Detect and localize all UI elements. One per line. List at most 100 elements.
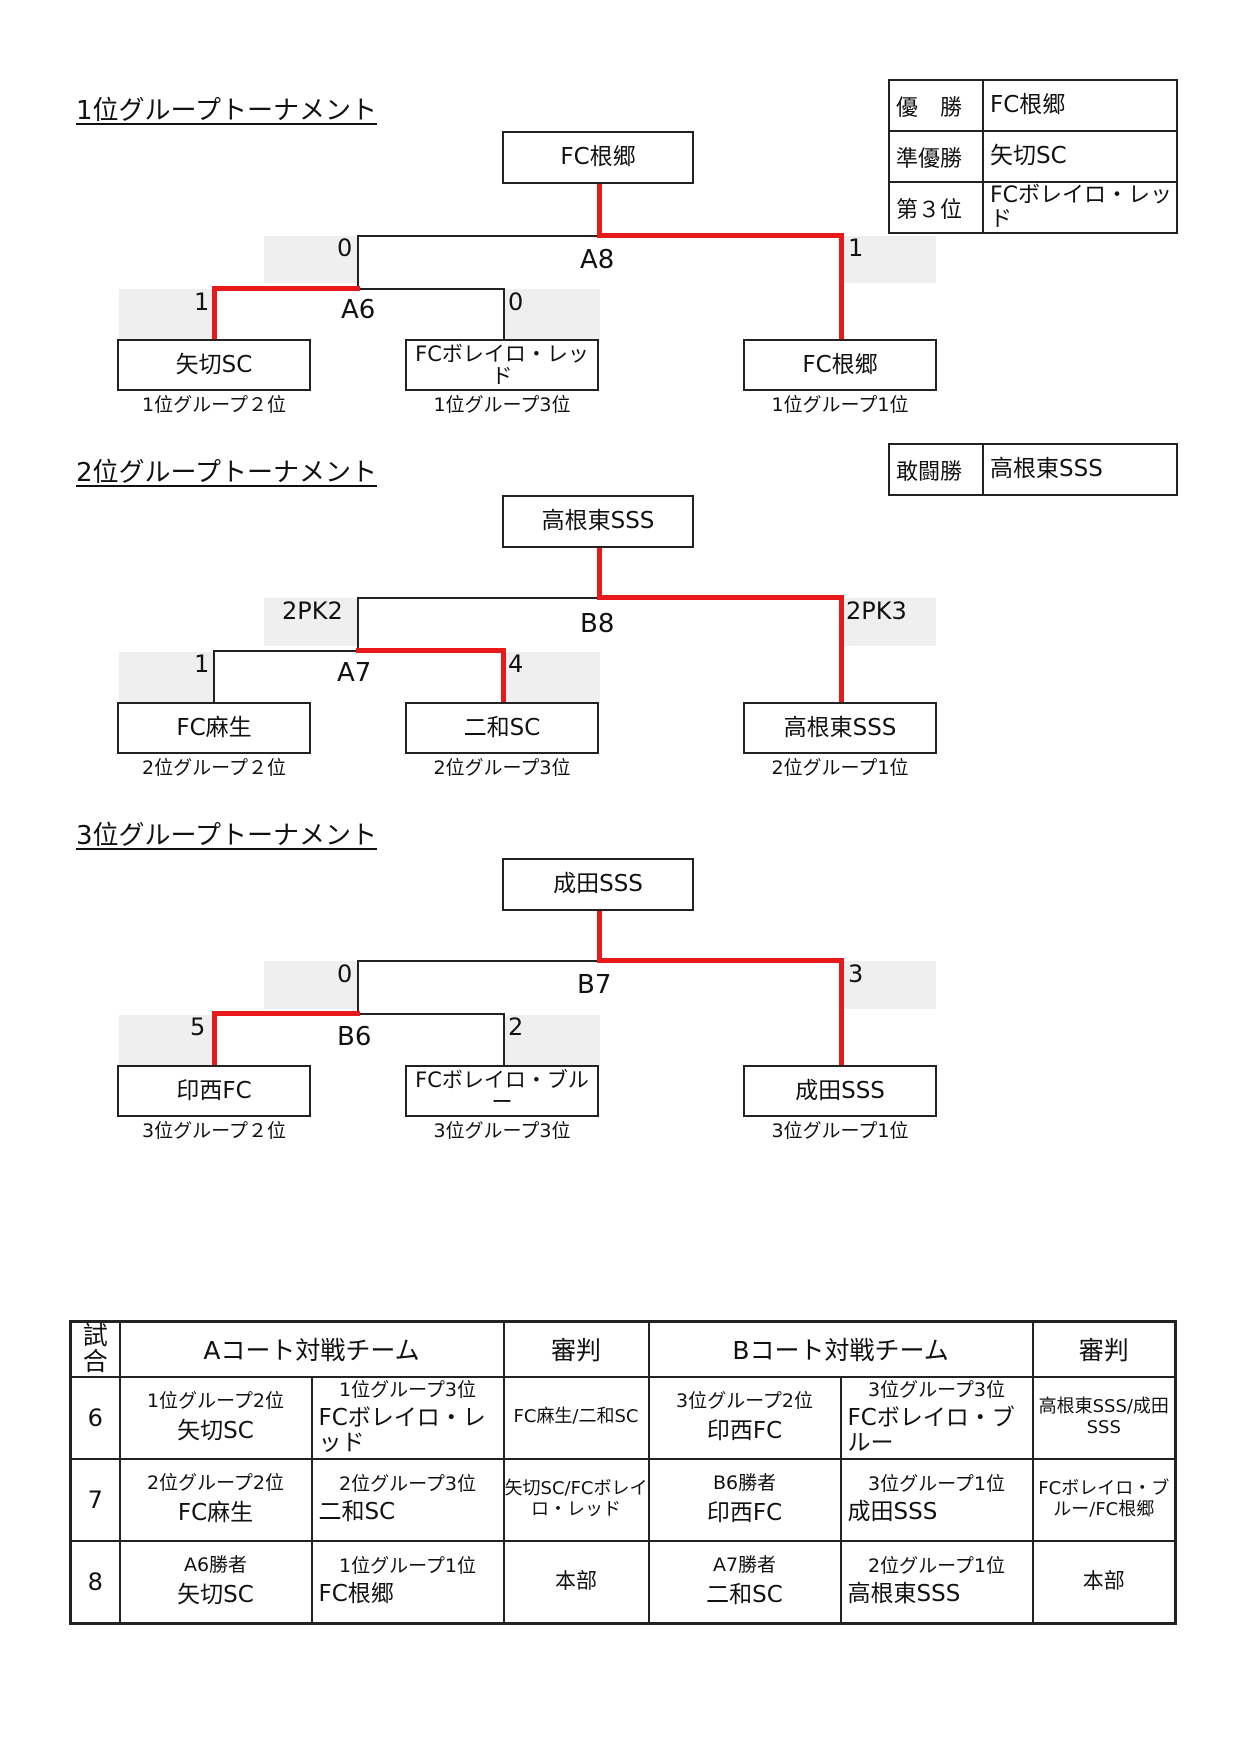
seed-label: 2位グループ1位: [867, 1555, 1006, 1578]
seed-label: 1位グループ2位: [146, 1390, 285, 1413]
seed-label: 3位グループ1位: [867, 1473, 1006, 1496]
score-shade: [119, 289, 213, 339]
b-referee: FCボレイロ・ブルー/FC根郷: [1031, 1457, 1177, 1542]
team-box: FC根郷: [743, 339, 937, 391]
team-name: 成田SSS: [847, 1499, 938, 1526]
seed-label: 3位グループ２位: [142, 1120, 286, 1142]
a-team-1-cell: A6勝者矢切SC: [118, 1539, 313, 1624]
match-label: A7: [337, 658, 372, 688]
result-label: 優 勝: [888, 79, 984, 132]
seed-label: B6勝者: [712, 1472, 777, 1495]
bracket-line: [357, 235, 359, 289]
score: 0: [508, 288, 524, 316]
team-box: FC麻生: [117, 702, 311, 754]
score: 2: [508, 1013, 524, 1041]
match-label: B7: [577, 970, 612, 1000]
match-label: B6: [337, 1022, 372, 1052]
seed-label: A6勝者: [183, 1554, 248, 1577]
score: 3: [848, 960, 864, 988]
team-box: FCボレイロ・レッド: [405, 339, 599, 391]
schedule-table: 試合 Aコート対戦チーム 審判 Bコート対戦チーム 審判 6 1位グループ2位矢…: [69, 1320, 1178, 1625]
bracket-line: [357, 960, 359, 1015]
winner-path: [597, 233, 843, 238]
award-label: 敢闘勝: [888, 443, 984, 496]
bracket-line: [358, 960, 600, 962]
team-name: 矢切SC: [177, 1582, 254, 1609]
result-team: FC根郷: [982, 79, 1178, 132]
a-referee: 矢切SC/FCボレイロ・レッド: [502, 1457, 650, 1542]
team-name: 二和SC: [318, 1499, 396, 1526]
b-team-1-cell: B6勝者印西FC: [647, 1457, 842, 1542]
team-box: 成田SSS: [743, 1065, 937, 1117]
team-name: FCボレイロ・ブルー: [847, 1404, 1015, 1456]
seed-label: 3位グループ3位: [867, 1378, 1006, 1401]
score-shade: [842, 598, 936, 646]
header-b-ref: 審判: [1031, 1320, 1177, 1378]
result-team: FCボレイロ・レッド: [982, 181, 1178, 234]
score-shade: [119, 652, 213, 703]
section-title: 1位グループトーナメント: [76, 96, 377, 126]
a-referee: 本部: [502, 1539, 650, 1624]
winner-path: [212, 286, 217, 340]
score-shade: [264, 598, 358, 646]
seed-label: 1位グループ２位: [142, 394, 286, 416]
match-label: A6: [341, 295, 376, 325]
bracket-line: [358, 1013, 504, 1015]
score: 2PK3: [846, 597, 907, 625]
section-title: 3位グループトーナメント: [76, 821, 377, 851]
award-table: 敢闘勝 高根東SSS: [888, 443, 1178, 496]
team-box: 二和SC: [405, 702, 599, 754]
team-name: 二和SC: [706, 1582, 783, 1609]
team-box: 印西FC: [117, 1065, 311, 1117]
winner-path: [212, 286, 360, 291]
score: 1: [848, 234, 864, 262]
section-title: 2位グループトーナメント: [76, 458, 377, 488]
team-name: 印西FC: [706, 1500, 783, 1527]
winner-path: [212, 1011, 360, 1016]
seed-label: 1位グループ1位: [771, 394, 909, 416]
winner-path: [839, 958, 844, 1066]
match-number: 8: [69, 1539, 121, 1624]
team-name: FC麻生: [177, 1500, 254, 1527]
team-box: FCボレイロ・ブルー: [405, 1065, 599, 1117]
team-box: 矢切SC: [117, 339, 311, 391]
b-team-1-cell: A7勝者二和SC: [647, 1539, 842, 1624]
seed-label: 1位グループ3位: [433, 394, 571, 416]
score: 2PK2: [282, 597, 343, 625]
seed-label: 1位グループ1位: [338, 1555, 477, 1578]
score-shade: [842, 236, 936, 283]
result-label: 第３位: [888, 181, 984, 234]
score-shade: [264, 236, 358, 283]
winner-path: [356, 648, 506, 653]
bracket-line: [358, 597, 600, 599]
winner-path: [597, 911, 602, 963]
team-box: 高根東SSS: [743, 702, 937, 754]
winner-path: [597, 595, 843, 600]
b-team-1-cell: 3位グループ2位印西FC: [647, 1375, 842, 1460]
a-team-2-cell: 2位グループ3位二和SC: [310, 1457, 505, 1542]
team-name: 印西FC: [706, 1418, 783, 1445]
b-referee: 高根東SSS/成田SSS: [1031, 1375, 1177, 1460]
b-team-2-cell: 3位グループ3位 FCボレイロ・ブルー: [839, 1375, 1034, 1460]
bracket-line: [357, 597, 359, 652]
result-team: 矢切SC: [982, 130, 1178, 183]
result-label: 準優勝: [888, 130, 984, 183]
winner-path: [597, 548, 602, 600]
score-shade: [264, 961, 358, 1009]
winner-path: [501, 648, 506, 703]
seed-label: 2位グループ3位: [433, 757, 571, 779]
schedule-header: 試合 Aコート対戦チーム 審判 Bコート対戦チーム 審判: [69, 1320, 1177, 1378]
seed-label: 3位グループ1位: [771, 1120, 909, 1142]
seed-label: 3位グループ2位: [675, 1390, 814, 1413]
header-a-court: Aコート対戦チーム: [118, 1320, 505, 1378]
header-b-court: Bコート対戦チーム: [647, 1320, 1034, 1378]
b-team-2-cell: 3位グループ1位成田SSS: [839, 1457, 1034, 1542]
b-referee: 本部: [1031, 1539, 1177, 1624]
match-label: A8: [580, 245, 615, 275]
match-number: 7: [69, 1457, 121, 1542]
